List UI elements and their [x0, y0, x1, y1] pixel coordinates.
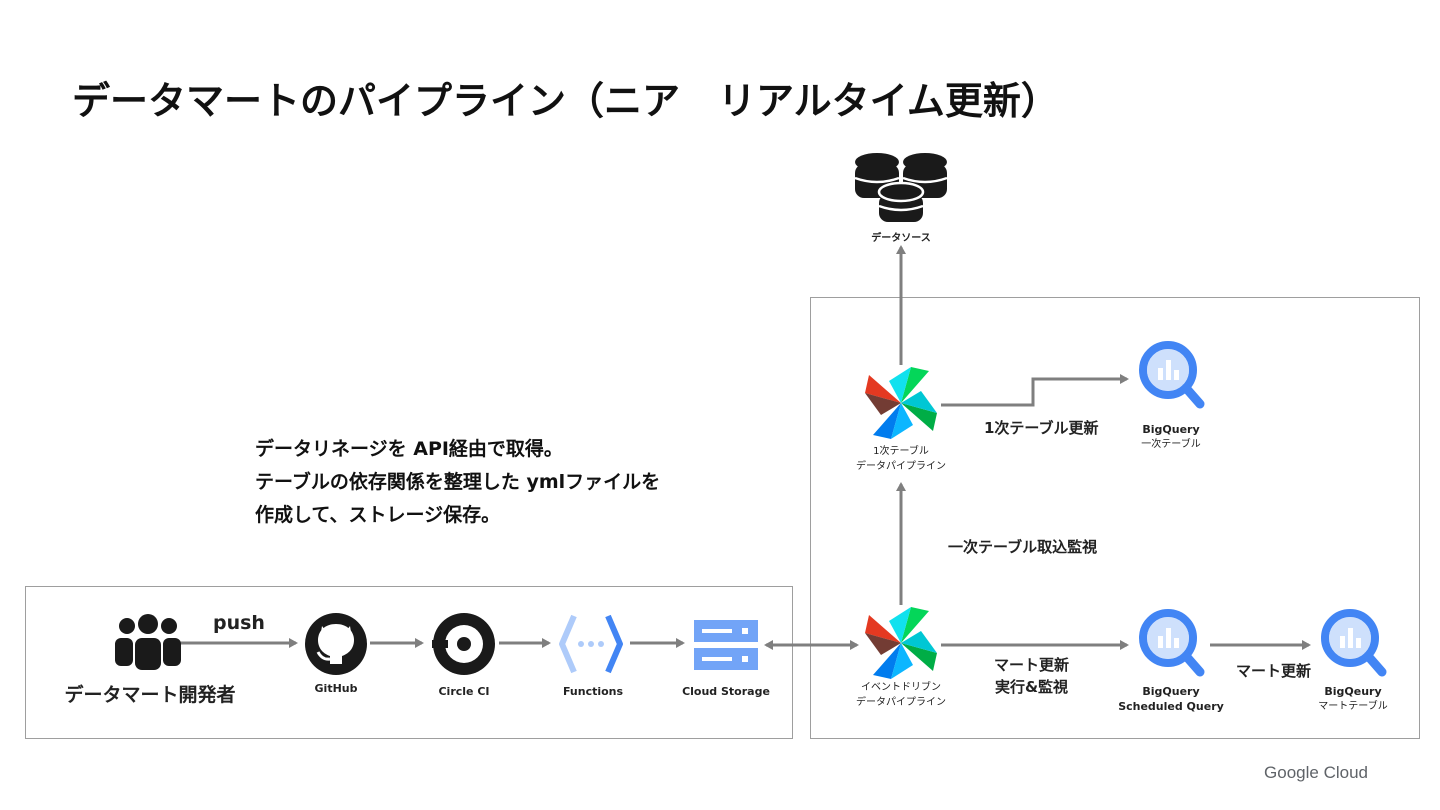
mart-exec-line-1: マート更新	[994, 656, 1070, 674]
bigquery-icon	[1139, 609, 1205, 677]
airflow-first-table-node: 1次テーブル データパイプライン	[845, 365, 957, 475]
gcp-pipeline-box	[810, 297, 1420, 739]
mart-exec-line-2: 実行&監視	[994, 678, 1069, 696]
cloud-storage-label: Cloud Storage	[682, 685, 770, 698]
airflow-event-driven-label: イベントドリブン データパイプライン	[845, 680, 957, 710]
developer-node: データマート開発者	[50, 610, 250, 710]
bigquery-first-table-node: BigQuery 一次テーブル	[1116, 340, 1226, 450]
bigquery-mart-line-2: マートテーブル	[1318, 701, 1388, 712]
datasource-label: データソース	[871, 233, 931, 244]
airflow-event-driven-line-2: データパイプライン	[856, 697, 946, 708]
cloud-storage-icon	[694, 620, 758, 670]
developer-label: データマート開発者	[64, 684, 236, 706]
airflow-event-driven-line-1: イベントドリブン	[861, 682, 941, 693]
lineage-note: データリネージを API経由で取得。 テーブルの依存関係を整理した ymlファイ…	[255, 433, 660, 532]
airflow-event-driven-node: イベントドリブン データパイプライン	[845, 605, 957, 715]
functions-node: Functions	[555, 612, 635, 702]
github-node: GitHub	[300, 612, 372, 702]
circleci-icon	[432, 613, 495, 675]
mart-update-label: マート更新	[1236, 662, 1312, 680]
bigquery-scheduled-query-node: BigQuery Scheduled Query	[1116, 608, 1226, 718]
bigquery-icon	[1321, 609, 1387, 677]
note-line-1: データリネージを API経由で取得。	[255, 438, 563, 460]
cloud-functions-icon	[559, 614, 623, 674]
developer-pipeline-box	[25, 586, 793, 739]
push-label: push	[213, 612, 265, 634]
page-title: データマートのパイプライン（ニア リアルタイム更新）	[72, 79, 1059, 123]
github-label: GitHub	[314, 682, 358, 695]
cloud-storage-node: Cloud Storage	[682, 612, 770, 702]
bigquery-mart-table-label: BigQeury マートテーブル	[1298, 684, 1408, 714]
bigquery-first-table-line-1: BigQuery	[1142, 423, 1200, 436]
google-cloud-logo-text: Google Cloud	[1264, 763, 1368, 782]
arrow-airflow-to-bq-first	[941, 374, 1129, 407]
circleci-node: Circle CI	[428, 612, 508, 702]
bigquery-first-table-line-2: 一次テーブル	[1141, 439, 1201, 450]
bigquery-icon	[1139, 341, 1205, 409]
github-icon	[305, 613, 367, 675]
airflow-first-table-label: 1次テーブル データパイプライン	[845, 444, 957, 474]
bigquery-mart-line-1: BigQeury	[1324, 685, 1382, 698]
bigquery-first-table-label: BigQuery 一次テーブル	[1116, 422, 1226, 452]
airflow-first-table-line-2: データパイプライン	[856, 461, 946, 472]
note-line-3: 作成して、ストレージ保存。	[255, 504, 501, 526]
database-icon	[854, 153, 948, 222]
first-table-update-label: 1次テーブル更新	[984, 419, 1099, 437]
note-line-2: テーブルの依存関係を整理した ymlファイルを	[255, 471, 661, 493]
airflow-pinwheel-icon	[865, 367, 937, 439]
team-icon	[115, 614, 181, 670]
bigquery-scheduled-line-2: Scheduled Query	[1118, 700, 1224, 713]
datasource-node: データソース	[845, 150, 957, 245]
bigquery-scheduled-query-label: BigQuery Scheduled Query	[1116, 684, 1226, 714]
airflow-pinwheel-icon	[865, 607, 937, 679]
airflow-first-table-line-1: 1次テーブル	[873, 446, 929, 457]
functions-label: Functions	[562, 685, 624, 698]
bigquery-mart-table-node: BigQeury マートテーブル	[1298, 608, 1408, 718]
bigquery-scheduled-line-1: BigQuery	[1142, 685, 1200, 698]
mart-exec-label: マート更新 実行&監視	[994, 654, 1069, 698]
circleci-label: Circle CI	[438, 685, 490, 698]
first-table-monitor-label: 一次テーブル取込監視	[948, 538, 1098, 556]
